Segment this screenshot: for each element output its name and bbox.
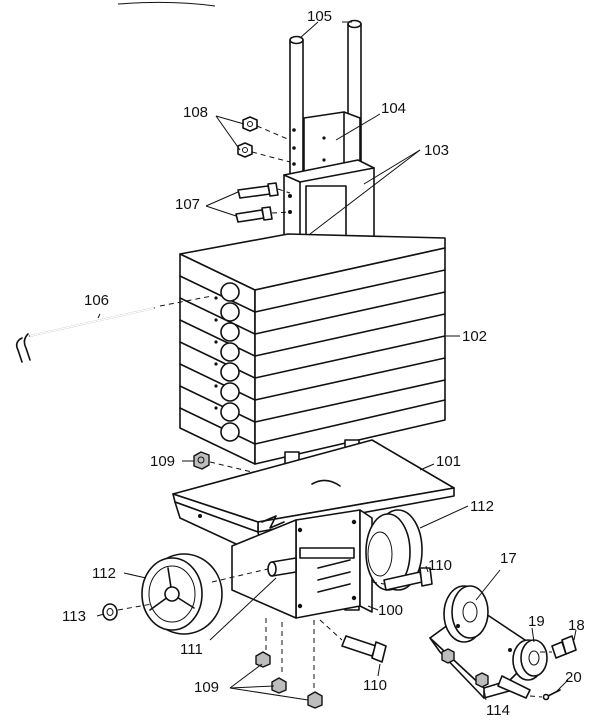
- label-102: 102: [462, 328, 487, 345]
- part-106-selector-pin: [15, 295, 213, 363]
- part-19-caster-wheel: [497, 639, 548, 699]
- label-20: 20: [565, 669, 582, 686]
- label-108: 108: [183, 104, 208, 121]
- label-18: 18: [568, 617, 585, 634]
- part-110-bolt-lower: [319, 619, 387, 663]
- part-107-bolts: [235, 182, 291, 223]
- label-110-upper: 110: [428, 557, 452, 574]
- scan-mark: [117, 1, 216, 7]
- part-112-rear-wheel: [365, 509, 423, 591]
- part-20-screw: [529, 689, 561, 701]
- label-110-lower: 110: [363, 677, 387, 694]
- label-104: 104: [381, 100, 406, 117]
- part-108-nuts: [237, 116, 291, 163]
- part-114-nuts: [441, 648, 489, 688]
- label-114: 114: [486, 702, 510, 719]
- label-112-right: 112: [470, 498, 494, 515]
- part-number-labels: 105 104 103 108 107 106 102 109 101 112 …: [62, 8, 585, 719]
- part-18-bolt: [540, 635, 577, 659]
- part-109-nuts: [193, 451, 323, 709]
- part-112-front-wheel: [141, 553, 273, 635]
- label-113: 113: [62, 608, 86, 625]
- label-100: 100: [378, 602, 403, 619]
- part-111-spacer: [267, 557, 297, 577]
- part-113-washer: [102, 603, 153, 621]
- label-109-lower: 109: [194, 679, 219, 696]
- label-107: 107: [175, 196, 200, 213]
- label-109-upper: 109: [150, 453, 175, 470]
- label-106: 106: [84, 292, 109, 309]
- leader-lines: [96, 21, 577, 701]
- label-111: 111: [180, 641, 203, 658]
- label-103: 103: [424, 142, 449, 159]
- label-17: 17: [500, 550, 517, 567]
- label-105: 105: [307, 8, 332, 25]
- part-102-weight-stack: [179, 233, 446, 465]
- label-112-left: 112: [92, 565, 116, 582]
- label-101: 101: [436, 453, 461, 470]
- label-19: 19: [528, 613, 545, 630]
- part-100-frame-base: [231, 509, 373, 619]
